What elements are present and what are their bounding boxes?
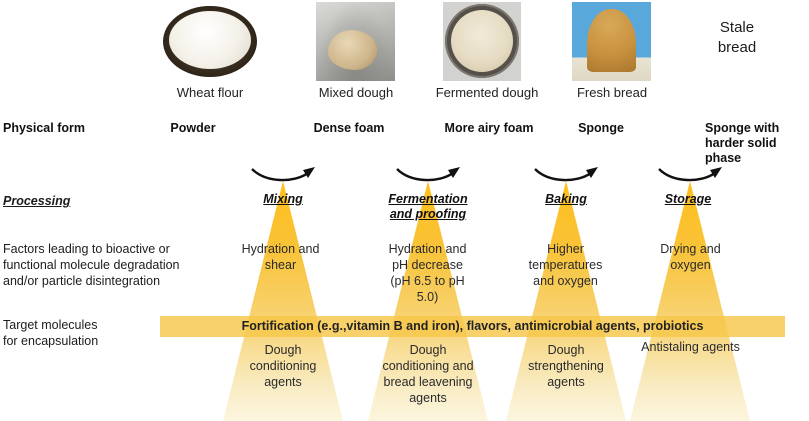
process-mixing: Mixing — [263, 192, 303, 206]
physical-form-stale: Sponge with harder solid phase — [705, 121, 780, 165]
fermented-dough-photo — [443, 2, 521, 81]
fresh-bread-photo — [572, 2, 651, 81]
baking-arrow-icon — [534, 167, 598, 182]
beam-storage — [630, 181, 750, 421]
row-label-factors: Factors leading to bioactive or function… — [3, 242, 180, 288]
caption-fermented-dough: Fermented dough — [435, 85, 539, 100]
physical-form-airy-foam: More airy foam — [444, 121, 534, 135]
physical-form-powder: Powder — [170, 121, 216, 135]
agents-baking: Dough strengthening agents — [528, 343, 604, 389]
stale-bread-label: Stale bread — [717, 19, 757, 56]
risen-dough-shape — [451, 10, 513, 72]
factors-storage: Drying and oxygen — [660, 242, 721, 272]
loaf-shape — [587, 9, 636, 73]
caption-fresh-bread: Fresh bread — [576, 85, 648, 100]
row-label-target-molecules: Target molecules for encapsulation — [3, 318, 99, 348]
wheat-flour-photo — [160, 2, 260, 81]
physical-form-dense-foam: Dense foam — [313, 121, 385, 135]
fermentation-arrow-icon — [396, 167, 460, 182]
agents-storage: Antistaling agents — [641, 340, 740, 354]
agents-fermentation: Dough conditioning and bread leavening a… — [382, 343, 474, 405]
factors-baking: Higher temperatures and oxygen — [528, 242, 603, 288]
process-storage: Storage — [664, 192, 712, 206]
flour-shape — [169, 11, 251, 69]
mixed-dough-photo — [316, 2, 395, 81]
agents-mixing: Dough conditioning agents — [249, 343, 317, 389]
row-label-processing: Processing — [3, 194, 71, 208]
process-fermentation: Fermentation and proofing — [388, 192, 468, 221]
process-baking: Baking — [545, 192, 587, 206]
fortification-band: Fortification (e.g.,vitamin B and iron),… — [160, 316, 785, 337]
dough-ball-shape — [327, 30, 377, 70]
row-label-physical-form: Physical form — [3, 121, 85, 135]
caption-mixed-dough: Mixed dough — [318, 85, 394, 100]
caption-wheat-flour: Wheat flour — [176, 85, 244, 100]
mixing-arrow-icon — [251, 167, 315, 182]
storage-arrow-icon — [658, 167, 722, 182]
factors-mixing: Hydration and shear — [241, 242, 320, 272]
physical-form-sponge: Sponge — [578, 121, 624, 135]
factors-fermentation: Hydration and pH decrease (pH 6.5 to pH … — [388, 242, 467, 304]
